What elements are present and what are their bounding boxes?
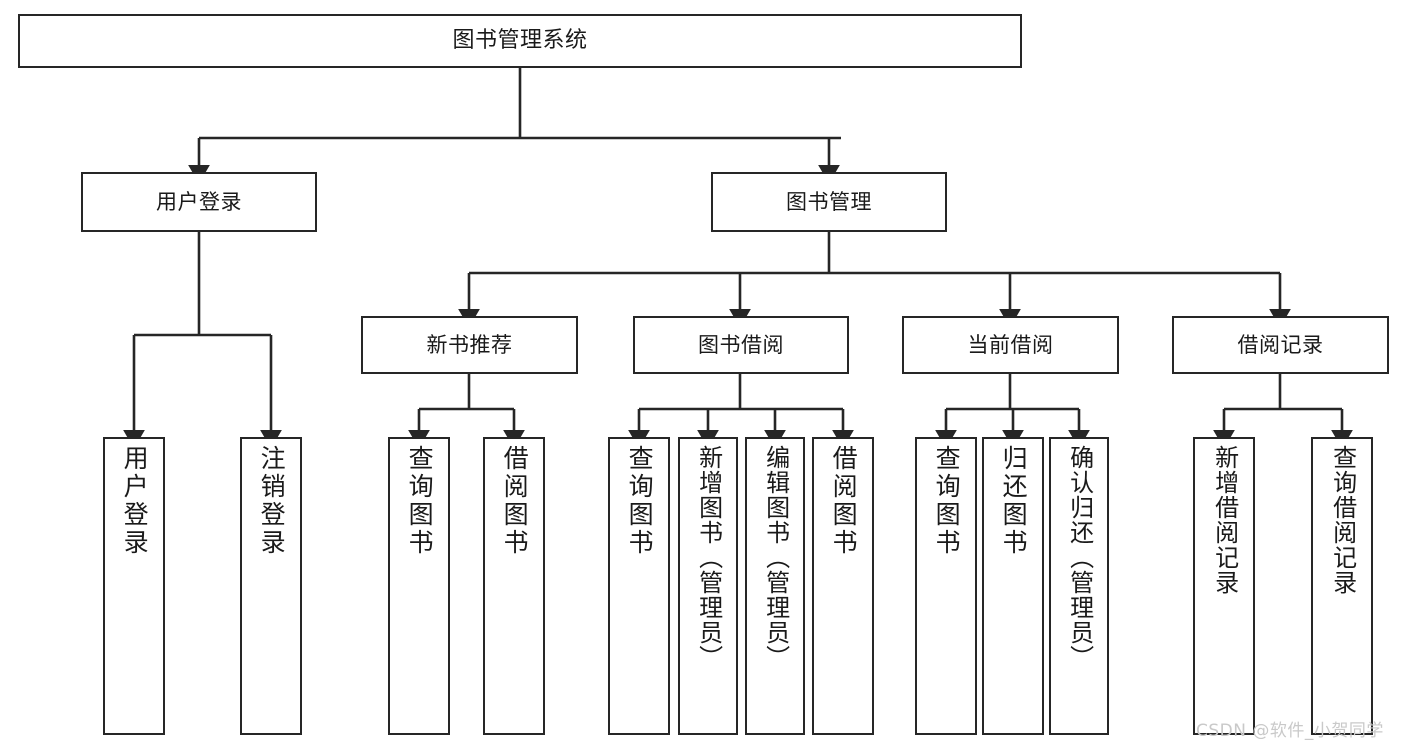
node-leaf-edit-book[interactable]: 编辑图书（管理员） xyxy=(745,437,805,735)
node-leaf-logout-label: 注销登录 xyxy=(257,445,287,557)
node-leaf-confirm-return[interactable]: 确认归还（管理员） xyxy=(1049,437,1109,735)
node-leaf-return-book[interactable]: 归还图书 xyxy=(982,437,1044,735)
node-book-manage-label: 图书管理 xyxy=(786,189,872,214)
node-leaf-query-book-1[interactable]: 查询图书 xyxy=(388,437,450,735)
node-leaf-user-login[interactable]: 用户登录 xyxy=(103,437,165,735)
node-leaf-query-book-3[interactable]: 查询图书 xyxy=(915,437,977,735)
node-root-label: 图书管理系统 xyxy=(452,28,588,54)
node-leaf-confirm-return-label: 确认归还（管理员） xyxy=(1065,445,1094,670)
node-leaf-add-record[interactable]: 新增借阅记录 xyxy=(1193,437,1255,735)
node-root[interactable]: 图书管理系统 xyxy=(18,14,1022,68)
node-leaf-query-book-2-label: 查询图书 xyxy=(625,445,655,557)
node-leaf-add-record-label: 新增借阅记录 xyxy=(1210,445,1239,595)
csdn-watermark: CSDN @软件_小贺同学 xyxy=(1196,721,1384,741)
node-leaf-edit-book-label: 编辑图书（管理员） xyxy=(761,445,790,670)
node-leaf-logout[interactable]: 注销登录 xyxy=(240,437,302,735)
node-leaf-add-book-label: 新增图书（管理员） xyxy=(694,445,723,670)
node-leaf-query-book-3-label: 查询图书 xyxy=(932,445,962,557)
node-new-book-rec[interactable]: 新书推荐 xyxy=(361,316,578,374)
node-current-borrow[interactable]: 当前借阅 xyxy=(902,316,1119,374)
node-current-borrow-label: 当前借阅 xyxy=(967,332,1054,357)
node-book-borrow[interactable]: 图书借阅 xyxy=(633,316,849,374)
node-leaf-query-record-label: 查询借阅记录 xyxy=(1328,445,1357,595)
node-leaf-query-book-2[interactable]: 查询图书 xyxy=(608,437,670,735)
node-leaf-borrow-book-2-label: 借阅图书 xyxy=(829,445,859,557)
node-leaf-borrow-book-1-label: 借阅图书 xyxy=(500,445,530,557)
node-leaf-borrow-book-1[interactable]: 借阅图书 xyxy=(483,437,545,735)
node-leaf-user-login-label: 用户登录 xyxy=(120,445,150,557)
node-book-borrow-label: 图书借阅 xyxy=(698,332,784,357)
node-leaf-add-book[interactable]: 新增图书（管理员） xyxy=(678,437,738,735)
node-leaf-return-book-label: 归还图书 xyxy=(999,445,1029,557)
node-user-login[interactable]: 用户登录 xyxy=(81,172,317,232)
node-user-login-label: 用户登录 xyxy=(156,189,242,214)
node-leaf-query-book-1-label: 查询图书 xyxy=(405,445,435,557)
node-leaf-query-record[interactable]: 查询借阅记录 xyxy=(1311,437,1373,735)
node-borrow-record-label: 借阅记录 xyxy=(1237,332,1324,357)
node-leaf-borrow-book-2[interactable]: 借阅图书 xyxy=(812,437,874,735)
node-borrow-record[interactable]: 借阅记录 xyxy=(1172,316,1389,374)
node-new-book-rec-label: 新书推荐 xyxy=(426,332,513,357)
node-book-manage[interactable]: 图书管理 xyxy=(711,172,947,232)
